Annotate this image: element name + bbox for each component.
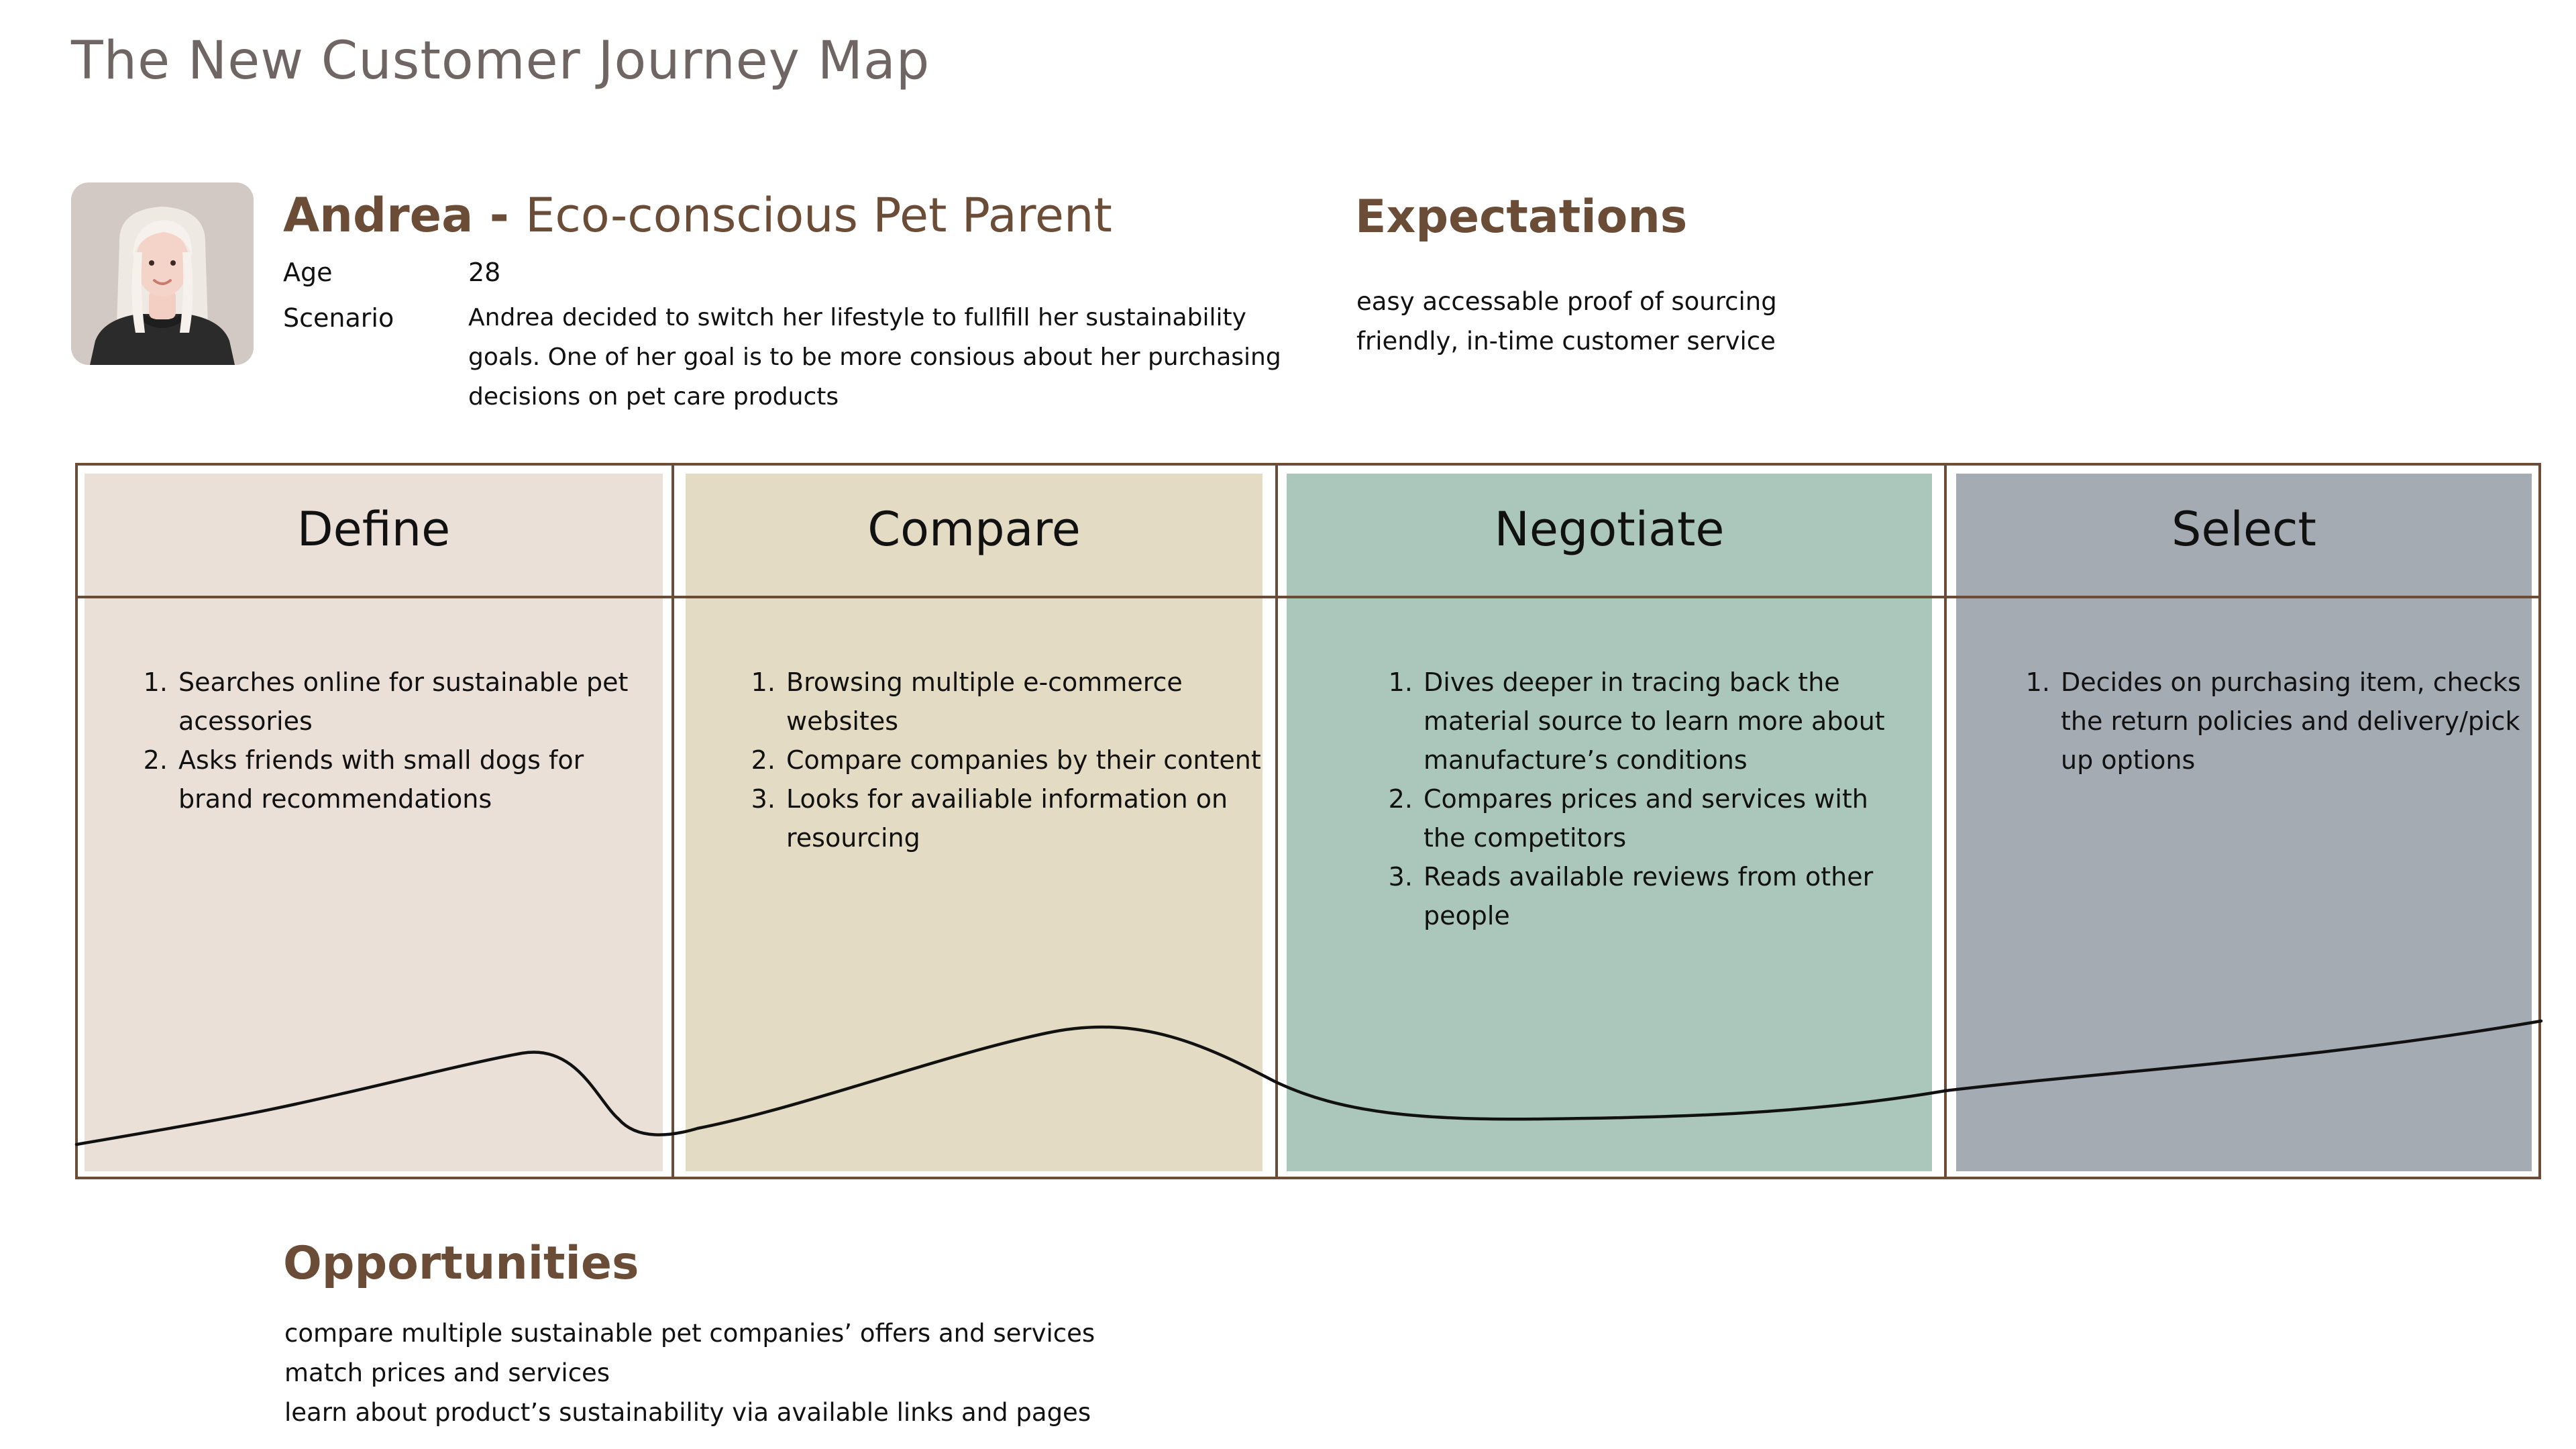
persona-avatar-icon	[71, 182, 254, 365]
stage-title-select: Select	[2171, 502, 2316, 557]
persona-role: Eco-conscious Pet Parent	[525, 188, 1112, 243]
expectations-heading: Expectations	[1355, 191, 1688, 244]
stage-steps-select: Decides on purchasing item, checks the r…	[2025, 663, 2541, 780]
stage-panel-define	[85, 474, 663, 1171]
age-value: 28	[468, 258, 501, 287]
expectation-item: easy accessable proof of sourcing	[1356, 287, 1777, 316]
stage-step: Compare companies by their content	[784, 741, 1267, 780]
opportunity-item: match prices and services	[284, 1358, 610, 1387]
stage-steps-compare: Browsing multiple e-commerce websites Co…	[750, 663, 1267, 857]
expectation-item: friendly, in-time customer service	[1356, 327, 1776, 356]
stage-steps-negotiate: Dives deeper in tracing back the materia…	[1387, 663, 1890, 935]
scenario-label: Scenario	[283, 303, 394, 333]
stage-panel-select	[1956, 474, 2532, 1171]
stage-step: Looks for availiable information on reso…	[784, 780, 1267, 857]
stage-divider	[672, 463, 674, 1179]
stage-divider	[1944, 463, 1947, 1179]
stage-title-negotiate: Negotiate	[1494, 502, 1725, 557]
journey-curve-line	[74, 1019, 2543, 1146]
stage-panel-compare	[686, 474, 1263, 1171]
opportunity-item: compare multiple sustainable pet compani…	[284, 1319, 1095, 1348]
page-title: The New Customer Journey Map	[71, 31, 930, 91]
opportunities-heading: Opportunities	[283, 1237, 639, 1290]
stage-steps-define: Searches online for sustainable pet aces…	[142, 663, 645, 818]
age-label: Age	[283, 258, 333, 287]
stage-title-define: Define	[297, 502, 451, 557]
persona-separator: -	[473, 188, 526, 243]
stage-title-compare: Compare	[867, 502, 1081, 557]
opportunities-list: compare multiple sustainable pet compani…	[284, 1313, 1095, 1432]
journey-frame	[75, 463, 2541, 1179]
stage-step: Reads available reviews from other peopl…	[1421, 857, 1890, 935]
stage-panel-negotiate	[1287, 474, 1932, 1171]
stage-header-divider	[75, 596, 2541, 598]
stage-step: Asks friends with small dogs for brand r…	[176, 741, 645, 818]
persona-name: Andrea	[283, 188, 474, 243]
stage-step: Searches online for sustainable pet aces…	[176, 663, 645, 741]
stage-step: Browsing multiple e-commerce websites	[784, 663, 1267, 741]
avatar-illustration	[71, 182, 254, 365]
stage-step: Compares prices and services with the co…	[1421, 780, 1890, 857]
stage-divider	[1275, 463, 1278, 1179]
opportunity-item: learn about product’s sustainability via…	[284, 1398, 1091, 1427]
stage-step: Decides on purchasing item, checks the r…	[2058, 663, 2541, 780]
scenario-value: Andrea decided to switch her lifestyle t…	[468, 304, 1281, 411]
stage-step: Dives deeper in tracing back the materia…	[1421, 663, 1890, 780]
expectations-list: easy accessable proof of sourcing friend…	[1356, 282, 1777, 361]
persona-title: Andrea - Eco-conscious Pet Parent	[283, 188, 1112, 243]
